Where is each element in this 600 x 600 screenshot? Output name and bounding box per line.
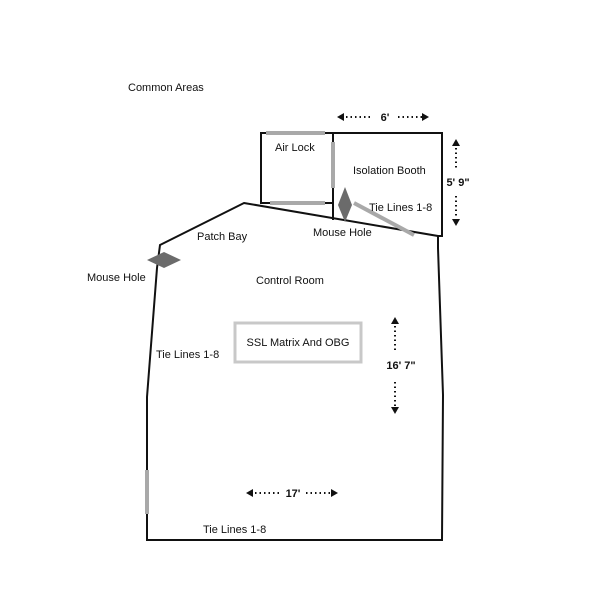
isolation-booth-wall bbox=[333, 132, 443, 237]
mouse-hole-center-icon bbox=[338, 187, 352, 222]
booth-width-text: 6' bbox=[381, 112, 390, 124]
booth-height-dimension: 5' 9" bbox=[446, 139, 470, 226]
mouse-hole-left-label: Mouse Hole bbox=[87, 272, 146, 284]
mouse-hole-center-label: Mouse Hole bbox=[313, 227, 372, 239]
room-width-dimension: 17' bbox=[246, 488, 338, 500]
booth-height-text: 5' 9" bbox=[446, 177, 469, 189]
air-lock-label: Air Lock bbox=[275, 142, 315, 154]
booth-tie-line-wall bbox=[353, 201, 415, 237]
bottom-tie-lines-label: Tie Lines 1-8 bbox=[203, 524, 266, 536]
left-tie-lines-label: Tie Lines 1-8 bbox=[156, 349, 219, 361]
booth-width-dimension: 6' bbox=[337, 112, 429, 124]
common-areas-label: Common Areas bbox=[128, 82, 204, 94]
ssl-matrix-label: SSL Matrix And OBG bbox=[247, 337, 350, 349]
mouse-hole-left-icon bbox=[147, 252, 181, 268]
ssl-matrix-console bbox=[233, 321, 363, 364]
room-height-text: 16' 7" bbox=[386, 360, 415, 372]
room-width-text: 17' bbox=[286, 488, 301, 500]
booth-tie-lines-label: Tie Lines 1-8 bbox=[369, 202, 432, 214]
room-height-dimension: 16' 7" bbox=[386, 317, 416, 414]
control-room-label: Control Room bbox=[256, 275, 324, 287]
patch-bay-label: Patch Bay bbox=[197, 231, 248, 243]
isolation-booth-label: Isolation Booth bbox=[353, 165, 426, 177]
